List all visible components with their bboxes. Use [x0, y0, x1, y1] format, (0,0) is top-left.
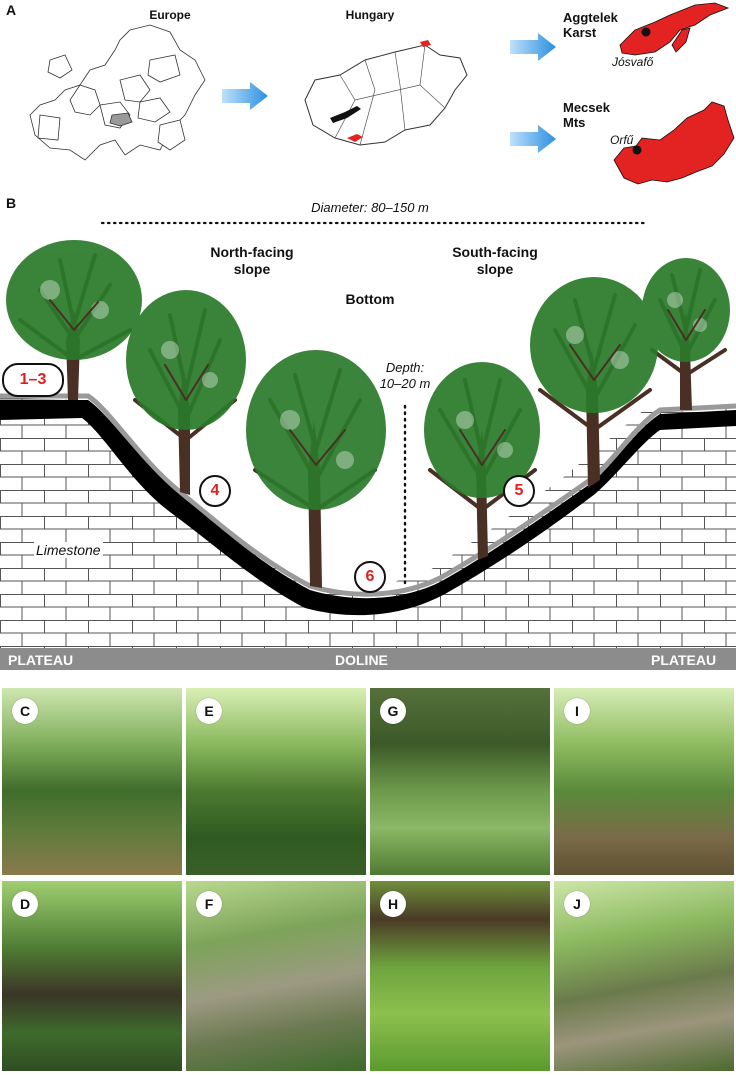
- position-badge-1-3: 1–3: [2, 363, 64, 397]
- photo-h-label: H: [380, 891, 406, 917]
- photo-i: I: [554, 688, 734, 875]
- north-facing-slope-label: North-facing slope: [210, 244, 294, 277]
- photo-f: F: [186, 881, 366, 1071]
- diameter-label: Diameter: 80–150 m: [311, 200, 429, 215]
- arrow-1: [222, 82, 268, 110]
- plateau-left-label: PLATEAU: [8, 652, 74, 668]
- bottom-label: Bottom: [345, 291, 395, 307]
- photo-g: G: [370, 688, 550, 875]
- photo-c-label: C: [12, 698, 38, 724]
- mecsek-label: Mecsek Mts: [563, 100, 610, 130]
- arrow-3: [510, 125, 556, 153]
- photo-d: D: [2, 881, 182, 1071]
- photo-j: J: [554, 881, 734, 1071]
- photo-g-label: G: [380, 698, 406, 724]
- limestone-label: Limestone: [34, 542, 103, 558]
- photo-f-label: F: [196, 891, 222, 917]
- europe-map: [29, 24, 206, 161]
- depth-label: Depth: 10–20 m: [379, 360, 431, 391]
- position-badge-4: 4: [199, 475, 231, 507]
- panel-b-letter: B: [6, 195, 17, 211]
- hungary-map-title: Hungary: [345, 8, 395, 22]
- panel-a-letter: A: [6, 2, 17, 18]
- photo-e: E: [186, 688, 366, 875]
- aggtelek-map: [619, 2, 730, 56]
- orfu-label: Orfű: [610, 133, 634, 147]
- photo-c: C: [2, 688, 182, 875]
- photo-j-label: J: [564, 891, 590, 917]
- south-facing-slope-label: South-facing slope: [452, 244, 538, 277]
- arrow-2: [510, 33, 556, 61]
- position-badge-5: 5: [503, 475, 535, 507]
- photo-h: H: [370, 881, 550, 1071]
- plateau-right-label: PLATEAU: [651, 652, 717, 668]
- mecsek-map: [613, 101, 735, 185]
- europe-map-title: Europe: [149, 8, 191, 22]
- diameter-dotted-line: [100, 221, 650, 225]
- hungary-map: [304, 40, 468, 146]
- josvafo-label: Jósvafő: [612, 55, 654, 69]
- position-badge-6: 6: [354, 561, 386, 593]
- photo-i-label: I: [564, 698, 590, 724]
- doline-cross-section: [0, 230, 736, 670]
- photo-e-label: E: [196, 698, 222, 724]
- doline-label: DOLINE: [335, 652, 388, 668]
- photo-d-label: D: [12, 891, 38, 917]
- aggtelek-label: Aggtelek Karst: [563, 10, 618, 40]
